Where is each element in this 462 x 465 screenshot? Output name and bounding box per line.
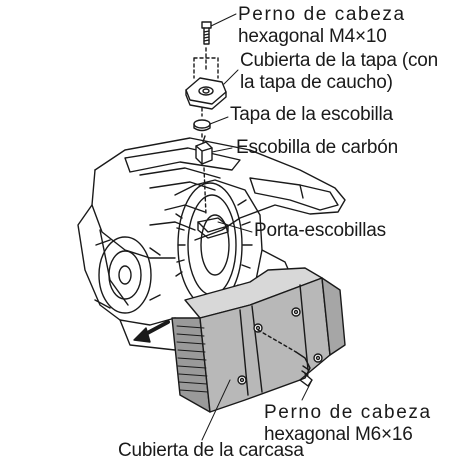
housing-cover xyxy=(171,267,346,413)
label-bolt-m6-line2: hexagonal M6×16 xyxy=(264,424,413,445)
label-brush-holder: Porta-escobillas xyxy=(254,220,386,241)
label-brush-cap: Tapa de la escobilla xyxy=(230,104,393,125)
label-bolt-m4-line2: hexagonal M4×10 xyxy=(238,26,387,47)
leader-lines xyxy=(201,13,313,441)
bolt-m6 xyxy=(257,329,313,387)
cap-cover xyxy=(185,77,227,110)
label-bolt-m6-line1: Perno de cabeza xyxy=(264,402,432,423)
tool-body xyxy=(77,137,346,351)
label-bolt-m4-line1: Perno de cabeza xyxy=(238,4,406,25)
label-cap-cover-line1: Cubierta de la tapa (con xyxy=(240,50,438,71)
bolt-m4 xyxy=(201,21,212,45)
removal-arrow xyxy=(133,320,170,343)
carbon-brush xyxy=(195,135,213,165)
label-carbon-brush: Escobilla de carbón xyxy=(236,137,399,158)
brush-cap xyxy=(193,119,211,132)
label-housing-cover: Cubierta de la carcasa xyxy=(118,440,304,461)
label-cap-cover-line2: la tapa de caucho) xyxy=(240,72,393,93)
